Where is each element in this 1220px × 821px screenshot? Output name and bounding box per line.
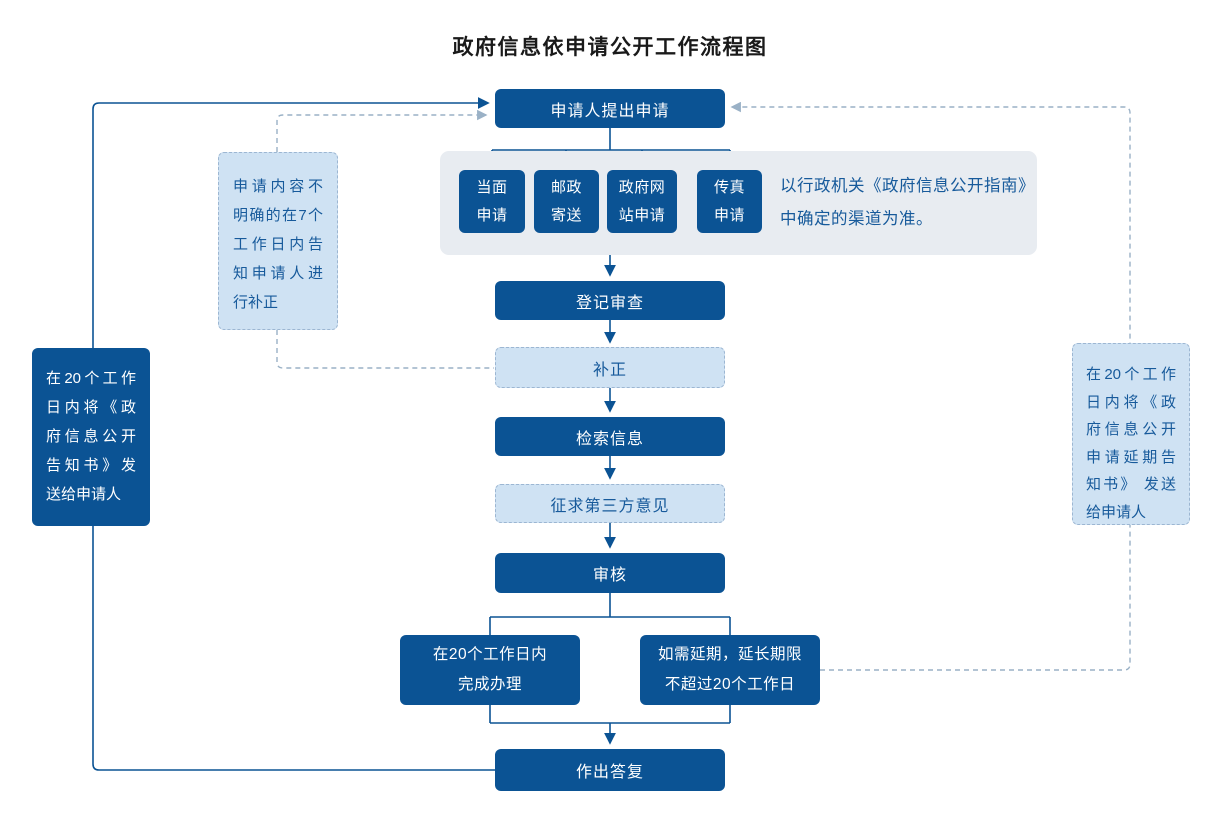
branch-extend-line1: 如需延期，延长期限 [657, 646, 802, 663]
step-register-box: 登记审查 [495, 281, 725, 320]
note-line: 在20个工作 [1086, 366, 1176, 383]
note-line: 申请延期告 [1086, 448, 1176, 466]
step-thirdparty-box: 征求第三方意见 [495, 484, 725, 523]
channel-label-line: 站申请 [618, 206, 666, 224]
channel-label-line: 申请 [476, 206, 508, 224]
branch-extend-box: 如需延期，延长期限 不超过20个工作日 [640, 635, 820, 705]
branch-complete-box: 在20个工作日内 完成办理 [400, 635, 580, 705]
channel-label-line: 政府网 [618, 178, 666, 196]
note-extension-notice: 在20个工作 日内将《政 府信息公开 申请延期告 知书》 发送 给申请人 [1072, 343, 1190, 525]
note-line: 府信息公开 [1086, 421, 1176, 438]
channels-caption-line1: 以行政机关《政府信息公开指南》 [780, 177, 1035, 195]
note-line: 行补正 [233, 294, 279, 311]
channel-label-line: 寄送 [550, 206, 582, 224]
note-line: 工作日内告 [233, 236, 323, 253]
branch-complete-line2: 完成办理 [457, 676, 522, 693]
step-search-box: 检索信息 [495, 417, 725, 456]
channels-caption: 以行政机关《政府信息公开指南》 中确定的渠道为准。 [780, 170, 1035, 236]
channel-box-fax: 传真 申请 [697, 170, 762, 233]
channel-label-line: 邮政 [550, 178, 582, 196]
note-line: 知申请人进 [233, 265, 323, 282]
note-line: 明确的在7个 [233, 207, 323, 224]
note-line: 在20个工作 [46, 370, 136, 387]
note-disclosure-notice: 在20个工作 日内将《政 府信息公开 告知书》发 送给申请人 [32, 348, 150, 526]
step-reply-box: 作出答复 [495, 749, 725, 791]
channel-box-in-person: 当面 申请 [459, 170, 525, 233]
note-line: 日内将《政 [46, 399, 136, 416]
note-line: 送给申请人 [46, 486, 122, 503]
channel-box-website: 政府网 站申请 [607, 170, 677, 233]
channel-label-line: 传真 [713, 178, 745, 196]
dashed-note-to-supplement [276, 330, 494, 369]
channel-box-postal: 邮政 寄送 [534, 170, 599, 233]
start-box: 申请人提出申请 [495, 89, 725, 128]
branch-complete-line1: 在20个工作日内 [432, 646, 548, 663]
channel-label-line: 申请 [713, 206, 745, 224]
note-line: 日内将《政 [1086, 393, 1176, 411]
note-line: 告知书》发 [46, 457, 136, 474]
step-supplement-box: 补正 [495, 347, 725, 388]
branch-extend-line2: 不超过20个工作日 [664, 676, 796, 693]
note-line: 给申请人 [1086, 503, 1147, 521]
note-line: 知书》 发送 [1086, 476, 1176, 493]
note-line: 府信息公开 [46, 428, 136, 445]
line-branch-merge [489, 705, 731, 724]
line-review-branch-split [489, 593, 731, 635]
step-review-box: 审核 [495, 553, 725, 593]
channels-caption-line2: 中确定的渠道为准。 [780, 210, 933, 228]
note-line: 申请内容不 [233, 178, 323, 195]
page-title: 政府信息依申请公开工作流程图 [452, 36, 768, 59]
note-supplement-notice: 申请内容不 明确的在7个 工作日内告 知申请人进 行补正 [218, 152, 338, 330]
dashed-note-to-start [276, 109, 488, 152]
channel-label-line: 当面 [476, 178, 508, 196]
